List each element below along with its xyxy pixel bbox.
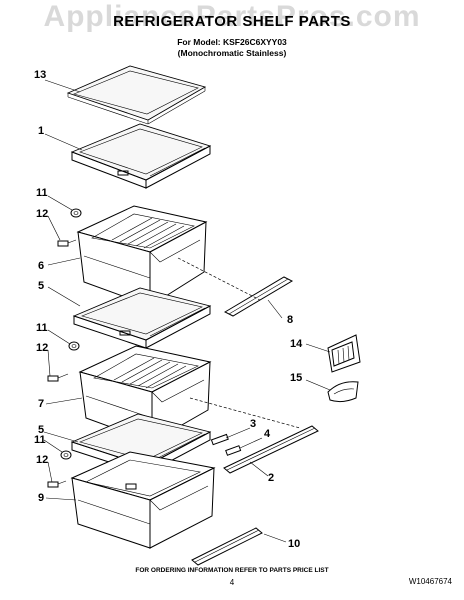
part-12-screw-upper — [57, 239, 77, 247]
part-9-deli-drawer — [70, 451, 216, 549]
part-14-humidity-control — [327, 334, 361, 373]
part-4-hardware — [225, 445, 242, 456]
callout-12: 12 — [36, 342, 49, 354]
part-8-rail — [223, 276, 294, 317]
callout-12: 12 — [36, 454, 49, 466]
callout-2: 2 — [268, 472, 275, 484]
part-6-crisper-bin-upper — [76, 205, 208, 307]
callout-9: 9 — [38, 492, 45, 504]
callout-12: 12 — [36, 208, 49, 220]
callout-11: 11 — [36, 322, 48, 334]
part-10-rail — [191, 527, 263, 566]
part-12-screw-lower — [47, 480, 67, 488]
callout-7: 7 — [38, 398, 45, 410]
part-11-slide-lower — [60, 450, 72, 460]
leader-lines — [43, 79, 331, 543]
document-number: W10467674 — [408, 577, 452, 586]
model-line: For Model: KSF26C6XYY03 — [177, 37, 287, 47]
callout-6: 6 — [38, 260, 45, 272]
callout-8: 8 — [287, 314, 294, 326]
callout-14: 14 — [290, 338, 303, 350]
part-3-hardware — [210, 433, 229, 446]
callout-4: 4 — [264, 428, 271, 440]
part-11-slide-upper — [70, 208, 82, 218]
page-number: 4 — [229, 578, 235, 587]
ordering-note: FOR ORDERING INFORMATION REFER TO PARTS … — [135, 567, 329, 574]
callout-3: 3 — [250, 418, 257, 430]
diagram-title: REFRIGERATOR SHELF PARTS — [113, 13, 351, 30]
part-12-screw-middle — [47, 373, 69, 382]
part-13-glass-shelf — [66, 65, 207, 125]
part-11-slide-middle — [68, 341, 80, 351]
callout-13: 13 — [34, 69, 47, 81]
callout-11: 11 — [36, 187, 48, 199]
part-2-rail — [223, 425, 319, 474]
callout-10: 10 — [288, 538, 301, 550]
callout-5: 5 — [38, 280, 45, 292]
callout-5: 5 — [38, 424, 45, 436]
part-1-shelf-frame — [70, 123, 212, 189]
model-variant: (Monochromatic Stainless) — [177, 48, 287, 58]
part-15-slide-cover — [327, 381, 359, 403]
callout-1: 1 — [38, 125, 45, 137]
callout-11: 11 — [34, 434, 46, 446]
part-5-shelf-middle — [72, 287, 212, 349]
callout-15: 15 — [290, 372, 303, 384]
